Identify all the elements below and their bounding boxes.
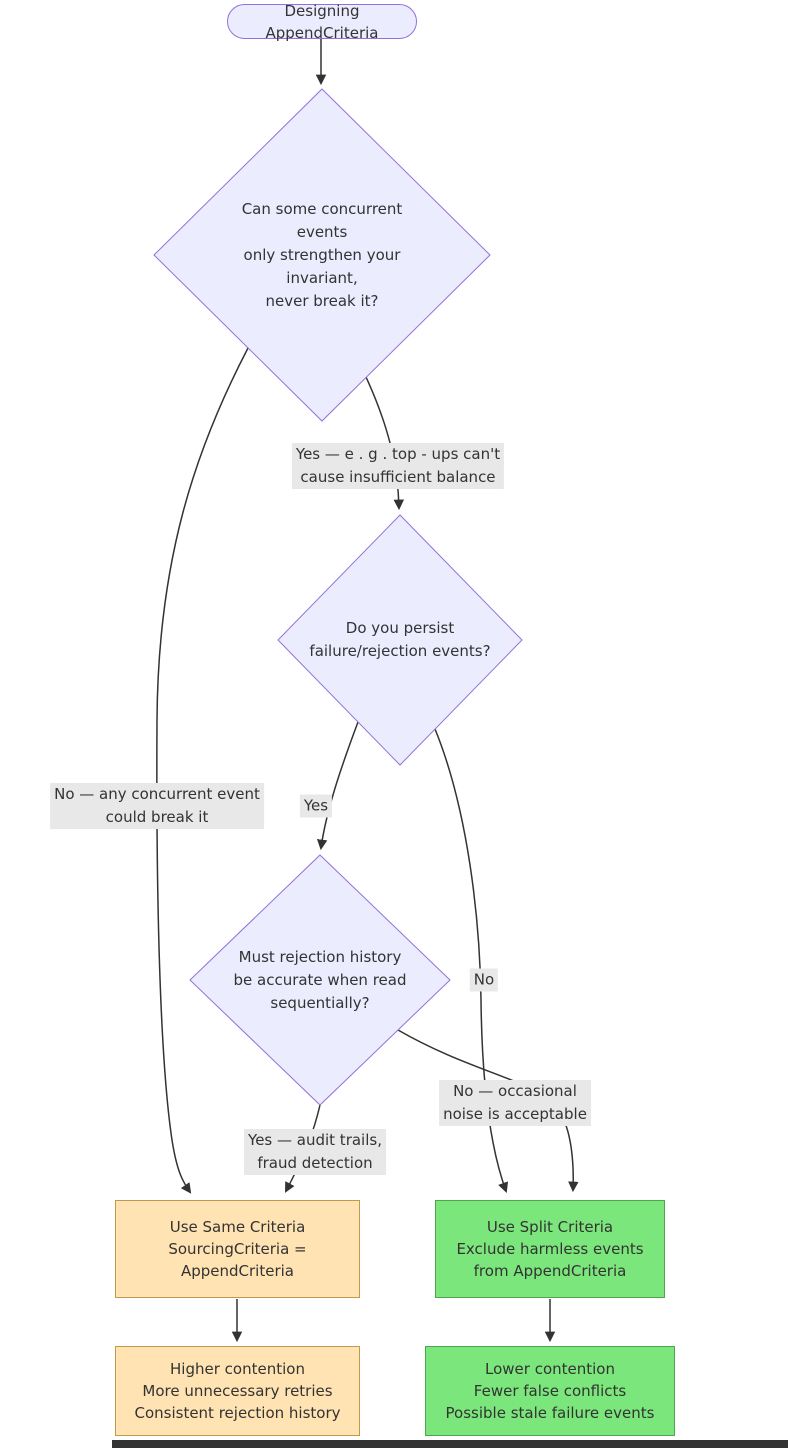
- start-node: Designing AppendCriteria: [227, 2, 417, 42]
- same-criteria-line: AppendCriteria: [180, 1262, 294, 1280]
- edge-label-line: Yes: [303, 796, 329, 815]
- same-criteria-line: SourcingCriteria =: [168, 1240, 307, 1258]
- edge-decision2-yes-to-decision3: [316, 721, 359, 851]
- split-criteria-line: Exclude harmless events: [456, 1240, 644, 1258]
- edge-label-no-persist: No: [469, 968, 499, 992]
- cropped-bottom-element-edge: [112, 1440, 788, 1448]
- edge-label-line: No — any concurrent event: [54, 785, 260, 803]
- split-tradeoff-line: Lower contention: [485, 1360, 615, 1378]
- edge-label-line: cause insufficient balance: [300, 468, 496, 486]
- edge-label-line: No — occasional: [453, 1082, 577, 1100]
- split-tradeoff-line: Possible stale failure events: [445, 1404, 655, 1422]
- edge-decision1-no-to-same-criteria: [156, 347, 249, 1194]
- edge-label-yes-persist: Yes: [299, 794, 333, 818]
- edge-label-line: Yes — audit trails,: [248, 1131, 382, 1149]
- split-criteria-node: Use Split Criteria Exclude harmless even…: [435, 1200, 665, 1298]
- edge-decision2-no-to-split-criteria: [434, 728, 509, 1193]
- edge-label-yes-audit-trails: Yes — audit trails, fraud detection: [244, 1129, 386, 1175]
- edge-label-no-any-concurrent: No — any concurrent event could break it: [50, 783, 264, 829]
- edge-label-line: noise is acceptable: [443, 1105, 587, 1123]
- same-tradeoff-line: Higher contention: [170, 1360, 305, 1378]
- same-criteria-tradeoffs-node: Higher contention More unnecessary retri…: [115, 1346, 360, 1436]
- decision3-diamond: [189, 854, 451, 1106]
- start-node-label: Designing AppendCriteria: [265, 1, 379, 42]
- edge-label-line: No: [473, 970, 495, 989]
- edge-label-line: could break it: [105, 808, 209, 826]
- same-tradeoff-line: Consistent rejection history: [134, 1404, 341, 1422]
- split-tradeoff-line: Fewer false conflicts: [473, 1382, 627, 1400]
- split-criteria-tradeoffs-node: Lower contention Fewer false conflicts P…: [425, 1346, 675, 1436]
- edge-label-no-occasional-noise: No — occasional noise is acceptable: [439, 1080, 591, 1126]
- edge-label-line: fraud detection: [257, 1154, 373, 1172]
- split-criteria-line: Use Split Criteria: [486, 1218, 614, 1236]
- same-tradeoff-line: More unnecessary retries: [142, 1382, 333, 1400]
- decision1-diamond: [153, 88, 491, 422]
- same-criteria-node: Use Same Criteria SourcingCriteria = App…: [115, 1200, 360, 1298]
- edge-label-yes-topups: Yes — e . g . top - ups can't cause insu…: [291, 443, 505, 489]
- edge-label-line: Yes — e . g . top - ups can't: [295, 445, 501, 463]
- split-criteria-line: from AppendCriteria: [473, 1262, 627, 1280]
- same-criteria-line: Use Same Criteria: [169, 1218, 306, 1236]
- decision2-diamond: [277, 514, 523, 766]
